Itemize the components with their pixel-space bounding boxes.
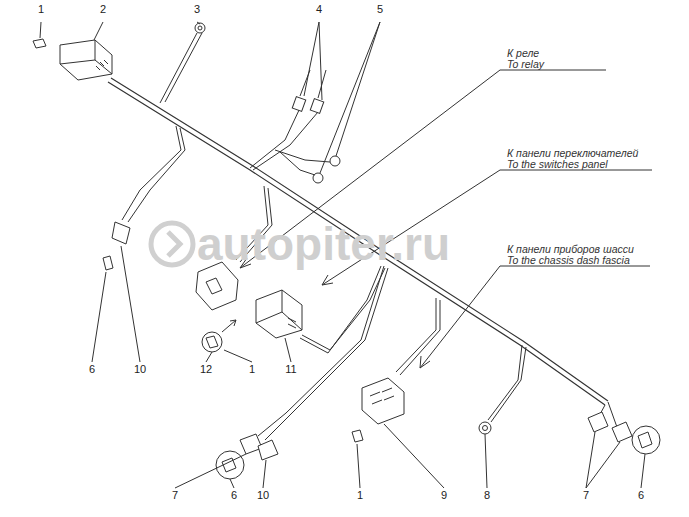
callout-number: 6	[89, 364, 95, 375]
callout-number: 1	[357, 490, 363, 501]
callout-number: 9	[441, 490, 447, 501]
watermark: autopiter.ru	[197, 221, 450, 267]
callout-number: 2	[100, 4, 106, 15]
callout-number: 12	[200, 364, 212, 375]
callout-number: 7	[583, 490, 589, 501]
callout-number: 10	[257, 490, 269, 501]
callout-number: 1	[38, 4, 44, 15]
callout-number: 1	[249, 364, 255, 375]
callout-number: 3	[194, 4, 200, 15]
callout-number: 7	[172, 490, 178, 501]
destination-note-en: To the chassis dash fascia	[507, 255, 630, 266]
callout-number: 10	[134, 364, 146, 375]
destination-note-en: To relay	[507, 59, 544, 70]
callout-number: 6	[638, 490, 644, 501]
callout-number: 6	[231, 490, 237, 501]
callout-number: 8	[484, 490, 490, 501]
callout-number: 5	[377, 4, 383, 15]
destination-note: К реле	[507, 48, 539, 59]
destination-note-en: To the switches panel	[507, 159, 608, 170]
destination-note: К панели переключателей	[507, 148, 638, 159]
destination-note: К панели приборов шасси	[507, 244, 634, 255]
callout-number: 4	[316, 4, 322, 15]
callout-number: 11	[285, 364, 296, 375]
